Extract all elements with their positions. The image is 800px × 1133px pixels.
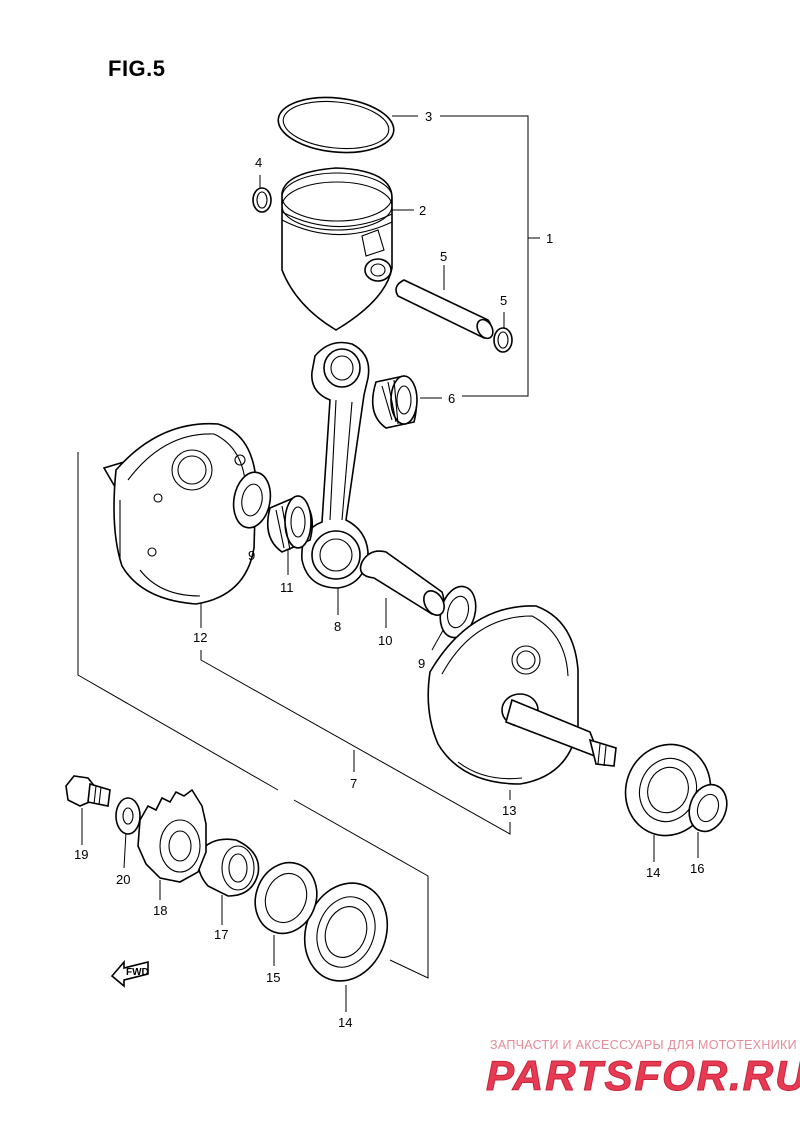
oil-seal: [688, 783, 728, 833]
spacer-sleeve: [197, 838, 260, 897]
piston-pin-clip-left: [252, 187, 272, 213]
piston: [281, 167, 393, 331]
callout-20: 20: [116, 872, 130, 887]
callout-15: 15: [266, 970, 280, 985]
callout-5-right: 5: [500, 293, 507, 308]
callout-17: 17: [214, 927, 228, 942]
callout-9-right: 9: [418, 656, 425, 671]
callout-4: 5: [440, 249, 447, 264]
crank-bolt: [65, 775, 111, 807]
callout-8: 8: [334, 619, 341, 634]
watermark-tagline: ЗАПЧАСТИ И АКСЕССУАРЫ ДЛЯ МОТОТЕХНИКИ: [490, 1038, 797, 1052]
callout-2: 2: [419, 203, 426, 218]
small-end-bearing: [371, 375, 418, 429]
callout-5-left: 4: [255, 155, 262, 170]
figure-title: FIG.5: [108, 56, 166, 81]
big-end-bearing: [266, 495, 314, 553]
callout-12: 12: [193, 630, 207, 645]
callout-18: 18: [153, 903, 167, 918]
callout-1: 1: [546, 231, 553, 246]
callout-16: 16: [690, 861, 704, 876]
piston-pin-clip-right: [493, 327, 513, 353]
forward-direction-marker: FWD: [110, 959, 149, 988]
callout-14-right: 14: [646, 865, 660, 880]
callout-10: 10: [378, 633, 392, 648]
piston-ring: [277, 96, 395, 154]
callout-13: 13: [502, 803, 516, 818]
callout-7: 7: [350, 776, 357, 791]
callout-19: 19: [74, 847, 88, 862]
callout-9-left: 9: [248, 548, 255, 563]
connecting-rod: [301, 341, 370, 589]
crankshaft-right-half: [427, 605, 617, 785]
piston-pin: [395, 279, 494, 340]
callouts: 3 2 1 4 5 5 6 9 11 8 10 9 12 7 13 14 16 …: [74, 109, 704, 1030]
callout-11: 11: [280, 580, 294, 595]
crankshaft-left-half: [102, 422, 257, 605]
callout-3: 3: [425, 109, 432, 124]
crank-oil-seal: [254, 861, 318, 935]
primary-drive-gear: [137, 788, 207, 883]
washer: [115, 797, 141, 835]
watermark-logo: PARTSFOR.RU: [485, 1052, 800, 1100]
crank-pin: [359, 550, 445, 616]
forward-label: FWD: [126, 967, 149, 978]
callout-14-left: 14: [338, 1015, 352, 1030]
callout-6: 6: [448, 391, 455, 406]
thrust-washer-right: [439, 585, 477, 639]
thrust-washer-left: [232, 471, 272, 529]
